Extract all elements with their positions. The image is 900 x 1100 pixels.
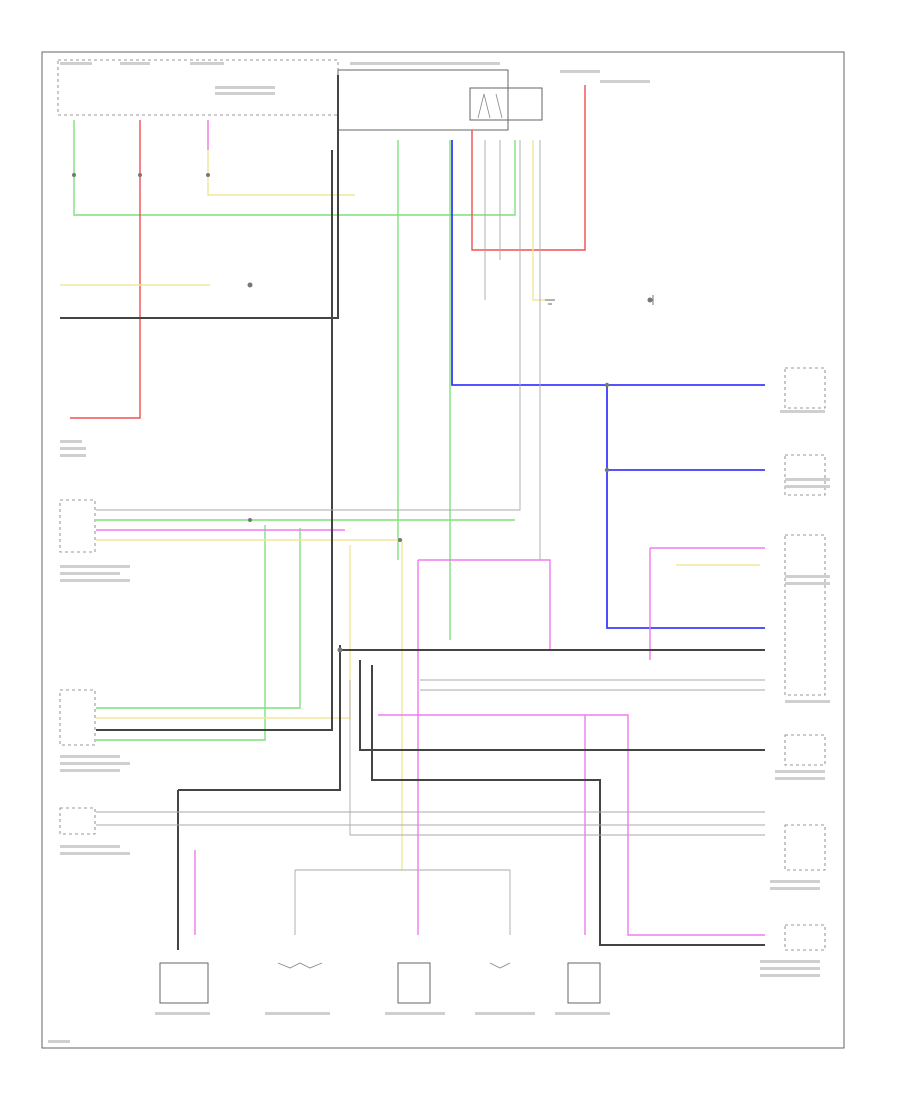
label-placeholders xyxy=(48,62,830,1043)
diagram-border xyxy=(41,51,845,1049)
ground-icon xyxy=(545,295,654,305)
right-components xyxy=(784,367,826,951)
bottom-modules xyxy=(159,962,601,1004)
left-components xyxy=(59,499,96,835)
red-wires xyxy=(70,85,586,419)
dark-wires xyxy=(60,75,765,950)
gray-wires xyxy=(96,140,765,935)
yellow-wires xyxy=(60,120,760,870)
blue-wires xyxy=(451,140,765,629)
green-wires xyxy=(73,120,516,741)
fuse-panel-top xyxy=(57,59,543,131)
connector-icon xyxy=(72,173,653,653)
magenta-wires xyxy=(96,120,765,936)
